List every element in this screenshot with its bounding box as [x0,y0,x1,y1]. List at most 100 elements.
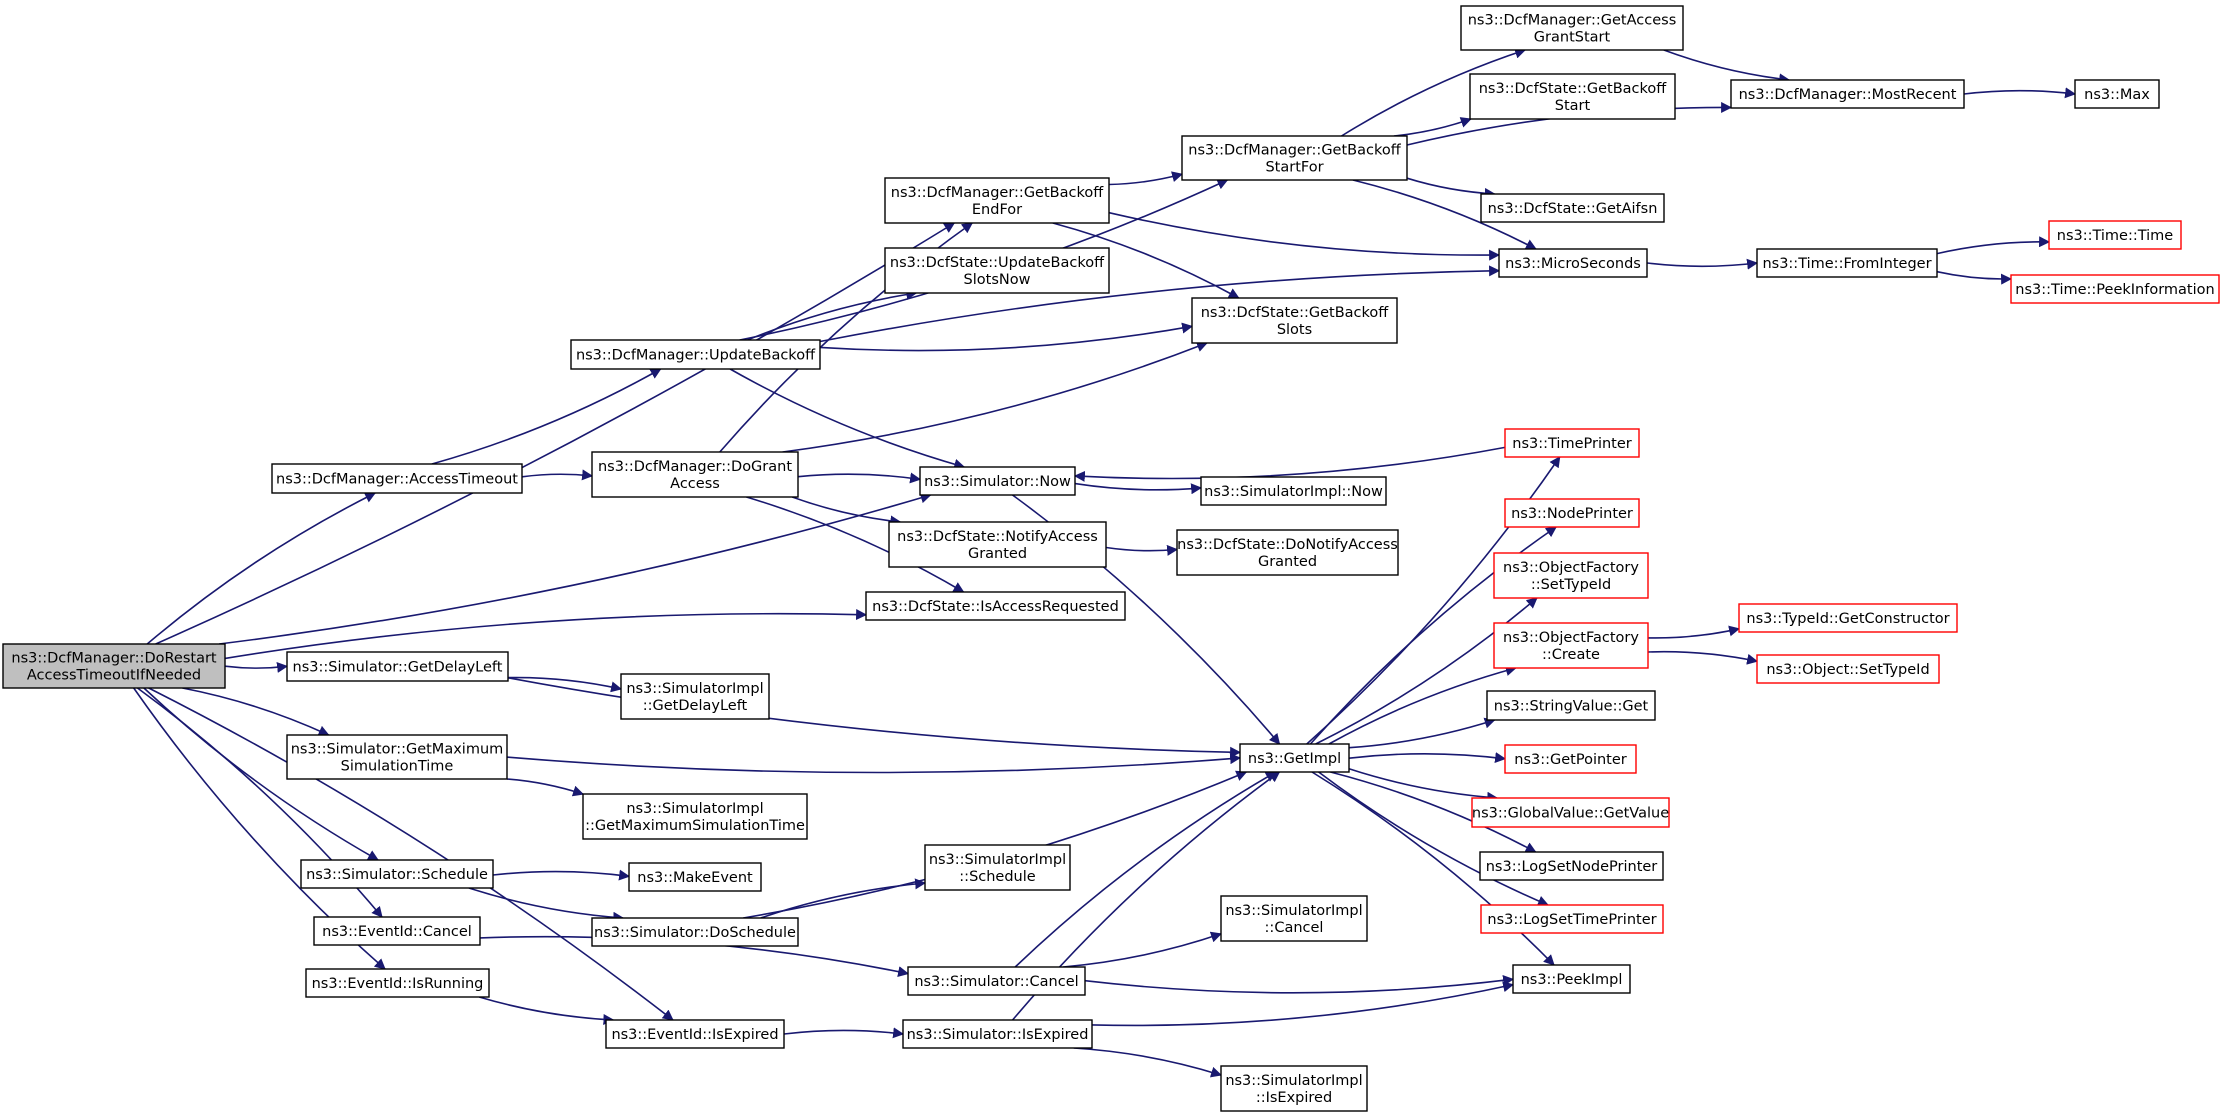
node-label: ::IsExpired [1256,1090,1332,1106]
node-nodePrinter[interactable]: ns3::NodePrinter [1504,498,1640,528]
node-ofCreate[interactable]: ns3::ObjectFactory::Create [1493,622,1649,669]
node-stringValueGet[interactable]: ns3::StringValue::Get [1486,690,1656,721]
node-fromInteger[interactable]: ns3::Time::FromInteger [1756,248,1938,278]
node-getMaxSimTime[interactable]: ns3::Simulator::GetMaximumSimulationTime [286,734,508,780]
node-label: ns3::Object::SetTypeId [1766,662,1929,678]
edge-simCancel-to-getImpl [1014,771,1277,968]
node-getDelayLeft[interactable]: ns3::Simulator::GetDelayLeft [286,651,509,682]
node-box [1498,248,1648,278]
edge-ofCreate-to-getConstructor [1647,625,1741,639]
node-label: ns3::MakeEvent [637,870,753,886]
node-box [286,651,509,682]
node-label: ns3::DcfState::NotifyAccess [897,529,1098,545]
node-box [2,643,226,689]
node-timePrinter[interactable]: ns3::TimePrinter [1504,428,1640,458]
node-box [591,451,799,498]
node-label: ns3::SimulatorImpl [626,801,763,817]
node-setTypeId[interactable]: ns3::ObjectFactory::SetTypeId [1493,552,1649,599]
edge-doRestart-to-accessTimeout [146,492,377,645]
node-box [1504,428,1640,458]
node-eventIsRunning[interactable]: ns3::EventId::IsRunning [305,968,490,998]
edge-accessTimeout-to-doGrantAccess [521,469,594,481]
node-label: ns3::LogSetTimePrinter [1487,912,1656,928]
node-simCancel[interactable]: ns3::Simulator::Cancel [907,966,1086,996]
node-getAifsn[interactable]: ns3::DcfState::GetAifsn [1480,193,1665,223]
node-time[interactable]: ns3::Time::Time [2048,220,2182,250]
node-peekInformation[interactable]: ns3::Time::PeekInformation [2010,274,2220,304]
node-updateBackoff[interactable]: ns3::DcfManager::UpdateBackoff [570,339,821,370]
node-simIsExpired[interactable]: ns3::Simulator::IsExpired [902,1019,1093,1049]
node-isAccessRequested[interactable]: ns3::DcfState::IsAccessRequested [865,591,1126,621]
node-makeEvent[interactable]: ns3::MakeEvent [628,862,762,892]
edge-getAccessGrantStart-to-mostRecent [1663,49,1791,85]
node-simImplNow[interactable]: ns3::SimulatorImpl::Now [1200,476,1387,506]
node-box [888,521,1107,568]
node-implSchedule[interactable]: ns3::SimulatorImpl::Schedule [924,844,1071,891]
node-label: ns3::PeekImpl [1521,972,1623,988]
edge-timePrinter-to-simNow [1073,446,1506,482]
node-doSchedule[interactable]: ns3::Simulator::DoSchedule [591,917,799,947]
edge-ofCreate-to-objSetTypeId [1647,650,1759,665]
node-box [620,673,770,720]
node-mostRecent[interactable]: ns3::DcfManager::MostRecent [1730,79,1965,109]
edge-doSchedule-to-implSchedule [760,878,927,919]
node-label: ns3::DcfState::GetBackoff [1479,81,1668,97]
edge-updateBackoff-to-getBackoffSlots [819,322,1194,352]
node-getPointer[interactable]: ns3::GetPointer [1504,744,1637,774]
node-eventCancel[interactable]: ns3::EventId::Cancel [313,916,481,946]
node-peekImpl[interactable]: ns3::PeekImpl [1512,964,1631,994]
node-label: ns3::EventId::IsRunning [312,976,484,992]
node-box [1480,193,1665,223]
node-label: Slots [1277,322,1312,338]
node-label: ns3::LogSetNodePrinter [1486,859,1658,875]
node-globalValueGet[interactable]: ns3::GlobalValue::GetValue [1471,797,1670,828]
node-implIsExpired[interactable]: ns3::SimulatorImpl::IsExpired [1220,1065,1368,1112]
node-accessTimeout[interactable]: ns3::DcfManager::AccessTimeout [271,463,523,494]
node-label: ns3::Simulator::Now [924,474,1071,490]
nodes: ns3::DcfManager::DoRestartAccessTimeoutI… [2,5,2220,1112]
edge-updateBackoff-to-microSeconds [819,265,1501,343]
node-doRestart[interactable]: ns3::DcfManager::DoRestartAccessTimeoutI… [2,643,226,689]
node-box [1191,297,1398,344]
node-schedule[interactable]: ns3::Simulator::Schedule [300,859,494,889]
node-label: ns3::DcfManager::DoGrant [598,459,792,475]
node-microSeconds[interactable]: ns3::MicroSeconds [1498,248,1648,278]
node-eventIsExpired[interactable]: ns3::EventId::IsExpired [605,1019,785,1049]
node-getConstructor[interactable]: ns3::TypeId::GetConstructor [1738,603,1958,633]
node-label: SimulationTime [341,759,454,775]
edge-doRestart-to-getMaxSimTime [182,687,330,736]
node-box [865,591,1126,621]
node-box [271,463,523,494]
node-box [1471,797,1670,828]
node-box [884,177,1110,224]
node-simNow[interactable]: ns3::Simulator::Now [919,466,1076,496]
node-logSetTimePrinter[interactable]: ns3::LogSetTimePrinter [1480,904,1664,934]
node-max[interactable]: ns3::Max [2074,79,2160,109]
node-getImpl[interactable]: ns3::GetImpl [1239,743,1350,773]
edge-getBackoffStartFor-to-microSeconds [1352,179,1537,250]
node-implGetMaxSimTime[interactable]: ns3::SimulatorImpl::GetMaximumSimulation… [582,793,808,840]
node-label: ns3::MicroSeconds [1505,256,1641,272]
node-box [1460,5,1684,51]
edge-eventIsRunning-to-eventIsExpired [478,996,615,1025]
node-label: ns3::EventId::Cancel [322,924,472,940]
node-objSetTypeId[interactable]: ns3::Object::SetTypeId [1756,654,1940,684]
node-label: ns3::DcfState::UpdateBackoff [890,255,1105,271]
edge-fromInteger-to-time [1936,236,2051,255]
node-box [919,466,1076,496]
node-implCancel[interactable]: ns3::SimulatorImpl::Cancel [1220,895,1368,942]
node-implGetDelayLeft[interactable]: ns3::SimulatorImpl::GetDelayLeft [620,673,770,720]
edge-getImpl-to-nodePrinter [1309,526,1558,745]
node-logSetNodePrinter[interactable]: ns3::LogSetNodePrinter [1479,851,1664,881]
node-box [1493,552,1649,599]
node-label: ns3::DcfState::DoNotifyAccess [1177,537,1398,553]
